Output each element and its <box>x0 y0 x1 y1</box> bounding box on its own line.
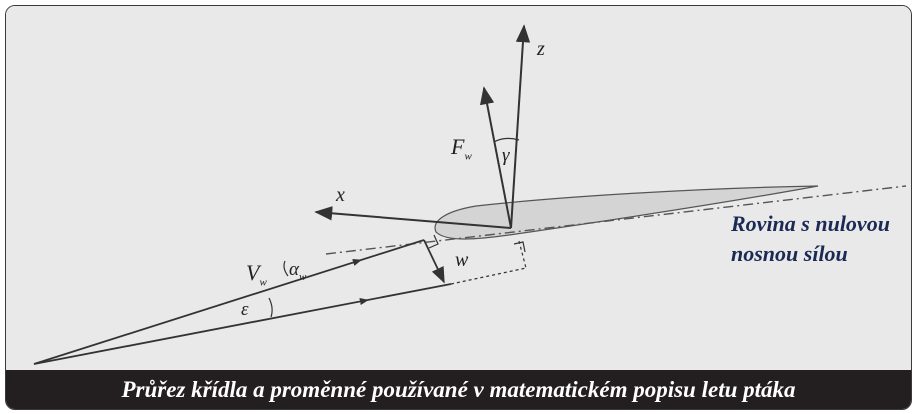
velocity-vw-arrow <box>33 239 425 365</box>
zero-lift-plane-label: Rovina s nulovou nosnou sílou <box>731 209 911 269</box>
figure-frame: z Fw γ x Vw αw w ε Rovina s nulovou nosn… <box>5 5 912 410</box>
right-angle-mark <box>428 234 439 249</box>
force-fw-arrow <box>479 86 512 229</box>
zero-lift-plane-line <box>325 185 907 255</box>
x-axis-arrow <box>314 206 512 229</box>
construction-line-vertical <box>518 240 527 269</box>
gamma-arc <box>493 137 520 143</box>
caption-text: Průřez křídla a proměnné používané v mat… <box>121 376 796 402</box>
force-fw-label: Fw <box>451 134 472 163</box>
x-label: x <box>336 184 345 206</box>
plane-label-line-2: nosnou sílou <box>731 241 848 266</box>
epsilon-label: ε <box>241 299 249 320</box>
right-angle-mark-2 <box>513 241 526 253</box>
z-label: z <box>537 38 545 60</box>
epsilon-arc <box>268 297 273 318</box>
resultant-flow-arrow <box>33 283 452 365</box>
construction-line <box>450 267 527 285</box>
airfoil-section <box>434 185 819 240</box>
downwash-w-label: w <box>455 249 469 271</box>
gamma-label: γ <box>502 145 510 166</box>
z-axis-arrow <box>510 24 531 229</box>
alpha-label: αw <box>289 259 307 283</box>
wing-diagram: z Fw γ x Vw αw w ε Rovina s nulovou nosn… <box>6 6 911 370</box>
diagram-svg <box>33 24 907 365</box>
velocity-vw-label: Vw <box>246 260 267 289</box>
plane-label-line-1: Rovina s nulovou <box>731 211 890 236</box>
alpha-arc <box>283 260 289 277</box>
caption-bar: Průřez křídla a proměnné používané v mat… <box>6 370 911 409</box>
downwash-w-arrow <box>423 239 445 284</box>
